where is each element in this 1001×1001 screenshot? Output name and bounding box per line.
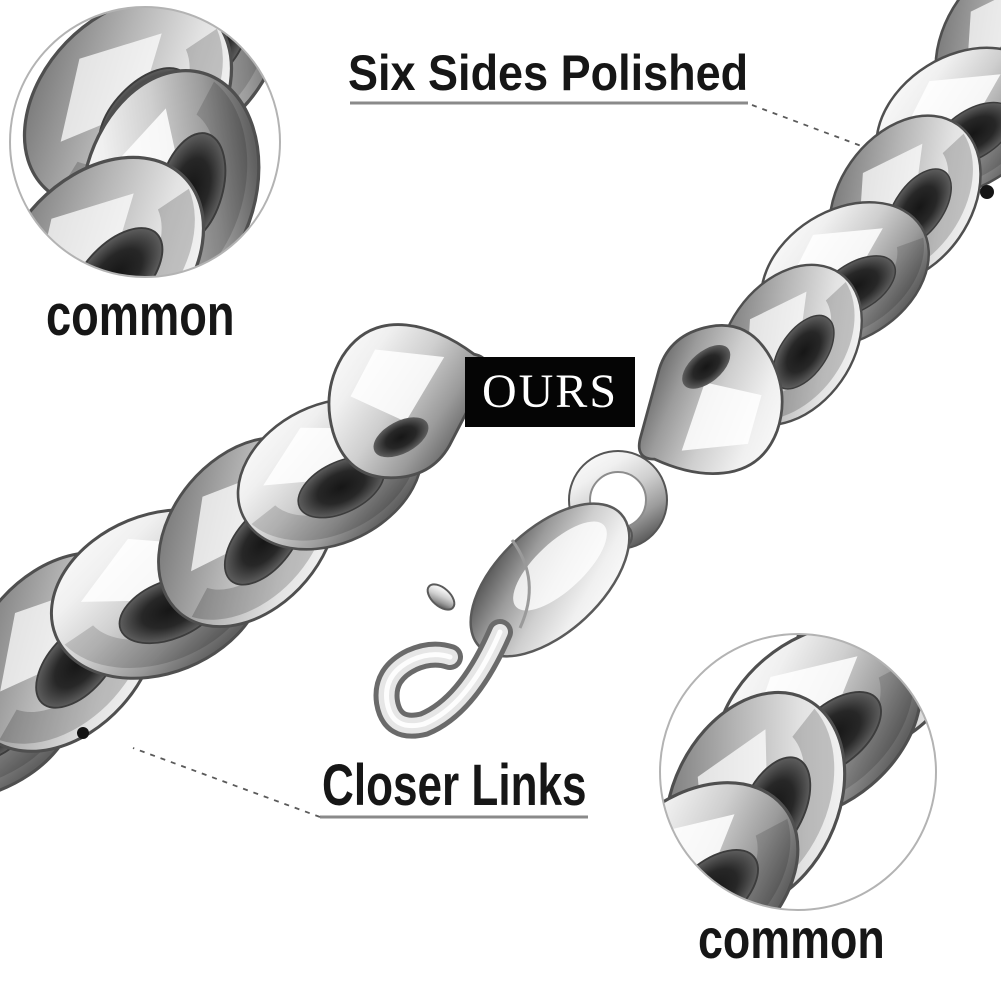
clasp-body-highlight — [513, 521, 607, 611]
inset-circle-border — [659, 633, 937, 911]
chain-left-segment — [0, 287, 519, 831]
label-six-sides-polished: Six Sides Polished — [348, 45, 749, 101]
label-common-top-left: common — [46, 283, 235, 348]
label-common-bottom-right: common — [698, 907, 885, 970]
link-dot-mark — [980, 185, 994, 199]
lobster-clasp-assembly — [373, 450, 668, 739]
leader-closer-links — [132, 747, 321, 818]
clasp-hook-shine — [384, 629, 503, 729]
ours-badge: OURS — [465, 357, 635, 427]
inset-circle-border — [9, 6, 281, 278]
inset-common-top-left — [9, 6, 281, 278]
inset-common-bottom-right — [659, 633, 937, 911]
label-closer-links: Closer Links — [322, 753, 587, 818]
link-dot-mark — [77, 727, 89, 739]
ours-badge-text: OURS — [481, 365, 619, 418]
clasp-trigger-nub — [426, 583, 456, 611]
clasp-seam — [510, 539, 531, 629]
